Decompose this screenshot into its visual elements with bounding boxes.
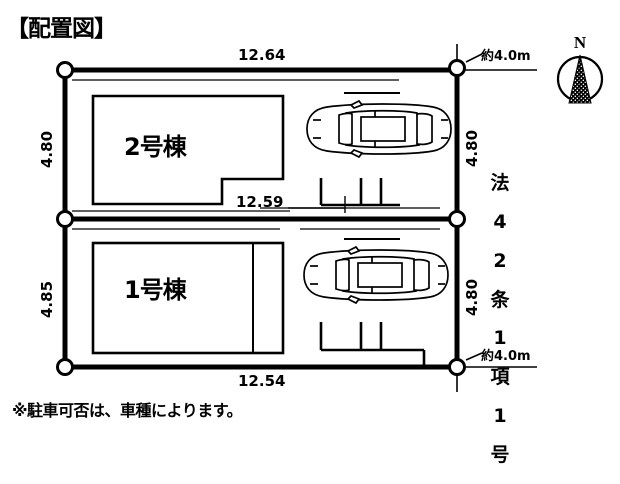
car-top-view-icon-upper <box>306 99 452 159</box>
law-note-char-5: 項 <box>490 366 510 389</box>
corner-markers <box>56 59 466 376</box>
law-note-char-4: 1 <box>493 327 507 350</box>
building-outline-2 <box>91 94 285 206</box>
corner-marker-w-mid <box>56 210 74 228</box>
dimension-bottom: 12.54 <box>238 372 286 390</box>
corner-marker-ne <box>448 59 466 77</box>
dimension-left-upper: 4.80 <box>38 130 56 168</box>
page-title: 【配置図】 <box>6 16 117 42</box>
lot-upper <box>91 92 452 207</box>
law-note-char-2: 2 <box>493 249 507 272</box>
road-width-note-bottom: 約4.0m <box>481 349 531 364</box>
dimension-top: 12.64 <box>238 46 286 64</box>
corner-marker-nw <box>56 61 74 79</box>
dimension-right-upper: 4.80 <box>463 129 481 167</box>
building-outline-1 <box>91 241 285 355</box>
law-note-char-1: 4 <box>493 211 507 234</box>
law-note-char-6: 1 <box>493 404 507 427</box>
lot-lower <box>91 238 449 367</box>
law-note-char-3: 条 <box>490 288 510 311</box>
compass-rose: N <box>552 34 608 112</box>
site-plan-drawing: 【配置図】 <box>6 16 608 465</box>
corner-marker-se <box>448 358 466 376</box>
compass-north-icon <box>556 54 604 104</box>
dimension-right-lower: 4.80 <box>463 278 481 316</box>
plot-linework <box>56 44 537 392</box>
road-width-note-top: 約4.0m <box>481 49 531 64</box>
law-note-char-7: 号 <box>490 443 510 466</box>
building-label-2: 2号棟 <box>124 133 187 161</box>
compass-north-label: N <box>573 33 587 52</box>
road-lines <box>456 44 537 392</box>
law-note-char-0: 法 <box>490 172 510 195</box>
corner-marker-e-mid <box>448 210 466 228</box>
zoning-law-note: 法 4 2 条 1 項 1 号 <box>489 155 511 484</box>
middle-dimension-rule <box>288 196 346 213</box>
building-label-1: 1号棟 <box>124 276 187 304</box>
parking-stall-lines-upper <box>319 178 400 207</box>
car-top-view-icon-lower <box>303 245 449 305</box>
dimension-left-lower: 4.85 <box>38 280 56 318</box>
dimension-middle: 12.59 <box>236 193 284 211</box>
parking-disclaimer-note: ※駐車可否は、車種によります。 <box>12 401 243 420</box>
corner-marker-sw <box>56 358 74 376</box>
parking-stall-lines-lower <box>319 322 426 367</box>
